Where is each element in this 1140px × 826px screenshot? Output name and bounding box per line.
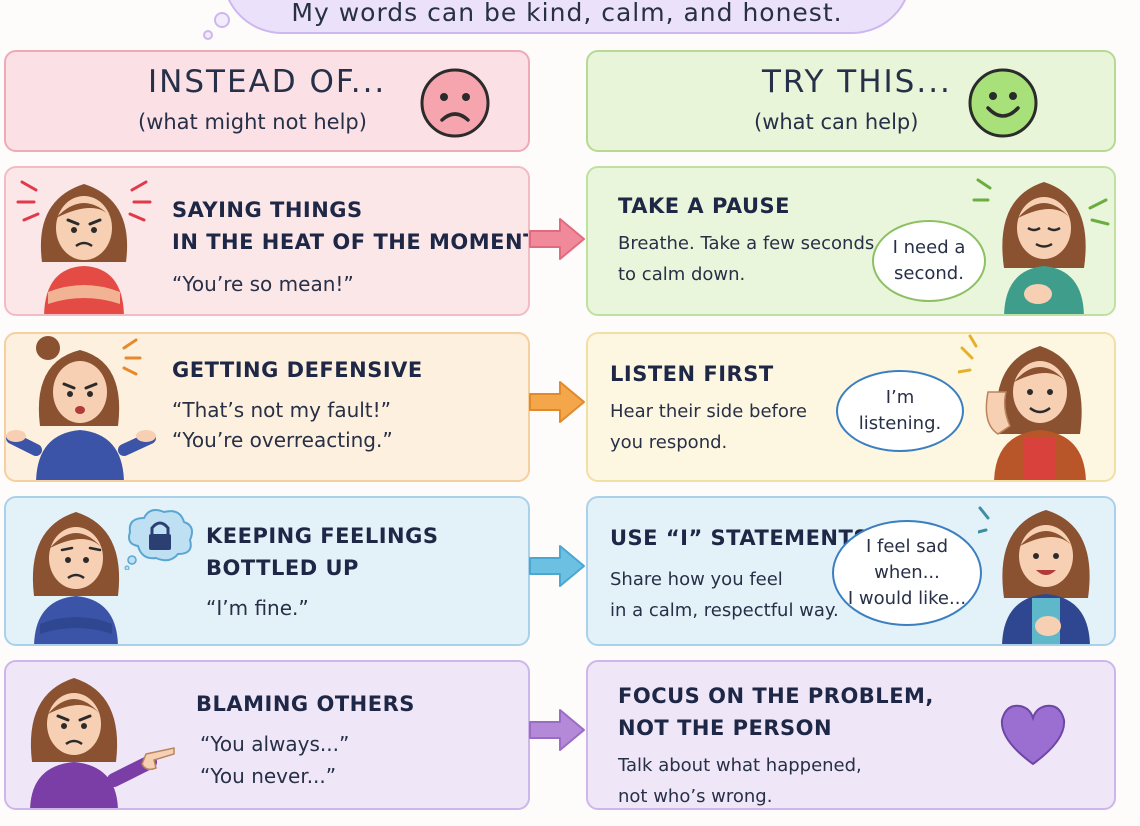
heart-icon: [1000, 704, 1066, 766]
instead-title-line: SAYING THINGS: [172, 198, 363, 222]
try-body-line: Breathe. Take a few seconds: [618, 233, 875, 254]
try-card-listen-first: LISTEN FIRST Hear their side before you …: [586, 332, 1116, 482]
pointing-girl-illustration: [30, 678, 175, 808]
try-body-line: you respond.: [610, 432, 728, 453]
instead-card-defensive: GETTING DEFENSIVE “That’s not my fault!”…: [4, 332, 530, 482]
sad-face-icon: [420, 68, 490, 138]
try-this-header: TRY THIS... (what can help): [586, 50, 1116, 152]
instead-quote: “I’m fine.”: [206, 596, 309, 620]
try-body-line: not who’s wrong.: [618, 786, 773, 807]
arrow-right-icon: [529, 709, 585, 751]
instead-quote: “You always...”: [200, 732, 350, 756]
arrow-right-icon: [529, 381, 585, 423]
instead-title-line: IN THE HEAT OF THE MOMENT: [172, 230, 530, 254]
arrow-right-icon: [529, 545, 585, 587]
try-body-line: Hear their side before: [610, 401, 807, 422]
try-card-i-statements: USE “I” STATEMENTS Share how you feel in…: [586, 496, 1116, 646]
speaking-girl-illustration: [978, 506, 1090, 644]
instead-card-blaming: BLAMING OTHERS “You always...” “You neve…: [4, 660, 530, 810]
try-this-title: TRY THIS...: [762, 64, 952, 100]
instead-of-header: INSTEAD OF... (what might not help): [4, 50, 530, 152]
try-title-line: TAKE A PAUSE: [618, 194, 791, 218]
instead-card-heat-of-moment: SAYING THINGS IN THE HEAT OF THE MOMENT …: [4, 166, 530, 316]
instead-title-line: GETTING DEFENSIVE: [172, 358, 423, 382]
arrow-right-icon: [529, 218, 585, 260]
try-this-subtitle: (what can help): [754, 110, 919, 134]
try-body-line: Talk about what happened,: [618, 755, 862, 776]
try-body-line: to calm down.: [618, 264, 746, 285]
worried-girl-illustration: [32, 512, 120, 644]
banner-text: My words can be kind, calm, and honest.: [291, 0, 843, 27]
banner-cloud: My words can be kind, calm, and honest.: [222, 0, 912, 34]
lock-icon: [124, 509, 193, 570]
try-title-line: FOCUS ON THE PROBLEM,: [618, 684, 934, 708]
smiley-face-icon: [968, 68, 1038, 138]
thought-bubble-dot: [203, 30, 213, 40]
try-title-line: LISTEN FIRST: [610, 362, 774, 386]
speech-bubble: I need a second.: [872, 220, 986, 302]
instead-title-line: BLAMING OTHERS: [196, 692, 415, 716]
listening-girl-illustration: [958, 334, 1086, 480]
try-title-line: USE “I” STATEMENTS: [610, 526, 869, 550]
calm-girl-illustration: [972, 178, 1110, 314]
instead-of-subtitle: (what might not help): [138, 110, 367, 134]
instead-quote: “You never...”: [200, 764, 337, 788]
angry-girl-illustration: [16, 180, 152, 314]
try-body-line: Share how you feel: [610, 569, 783, 590]
try-card-focus-problem: FOCUS ON THE PROBLEM, NOT THE PERSON Tal…: [586, 660, 1116, 810]
speech-bubble: I’m listening.: [836, 370, 964, 452]
instead-quote: “You’re so mean!”: [172, 272, 354, 296]
instead-title-line: BOTTLED UP: [206, 556, 359, 580]
instead-quote: “That’s not my fault!”: [172, 398, 392, 422]
thought-bubble-dot: [214, 12, 230, 28]
try-card-take-a-pause: TAKE A PAUSE Breathe. Take a few seconds…: [586, 166, 1116, 316]
instead-title-line: KEEPING FEELINGS: [206, 524, 439, 548]
defensive-girl-illustration: [6, 336, 156, 480]
instead-card-bottled-up: KEEPING FEELINGS BOTTLED UP “I’m fine.”: [4, 496, 530, 646]
instead-quote: “You’re overreacting.”: [172, 428, 393, 452]
try-title-line: NOT THE PERSON: [618, 716, 833, 740]
speech-bubble: I feel sad when... I would like...: [832, 520, 982, 626]
try-body-line: in a calm, respectful way.: [610, 600, 839, 621]
instead-of-title: INSTEAD OF...: [148, 64, 387, 100]
